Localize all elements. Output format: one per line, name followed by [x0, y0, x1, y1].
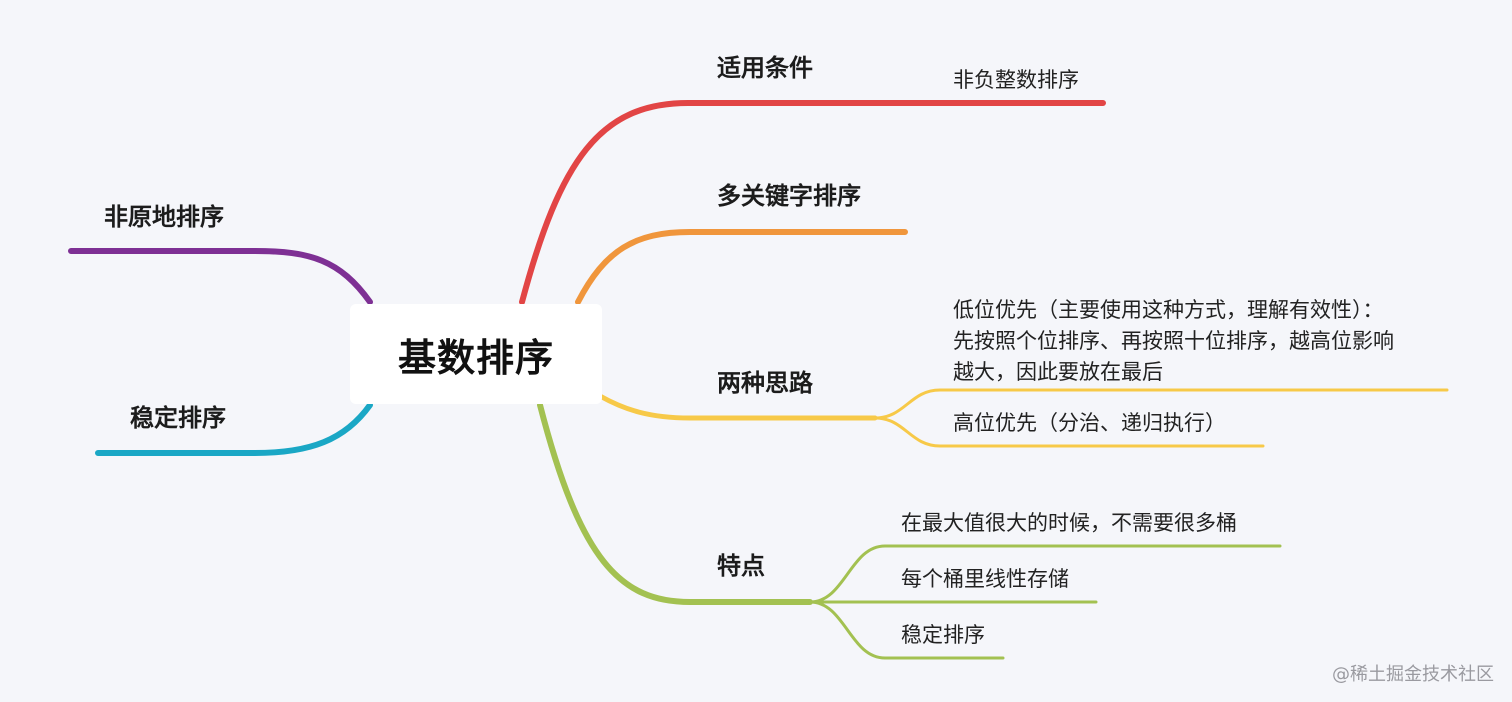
connector-to-liangzhong-silu [597, 393, 878, 421]
root-label: 基数排序 [397, 335, 554, 380]
connector-to-tedian [537, 402, 813, 605]
node-liangzhong-silu[interactable]: 两种思路 [717, 371, 813, 395]
node-line-2: 先按照个位排序、再按照十位排序，越高位影响 [953, 329, 1394, 353]
node-label: 稳定排序 [901, 623, 985, 647]
node-xianxing-cunchu[interactable]: 每个桶里线性存储 [901, 569, 1069, 590]
node-label: 两种思路 [717, 369, 813, 397]
connector-to-wending-paixu-left [95, 402, 373, 456]
node-label: 稳定排序 [130, 404, 226, 432]
node-wending-paixu-right[interactable]: 稳定排序 [901, 625, 985, 646]
node-gaowei-youxian[interactable]: 高位优先（分治、递归执行） [953, 413, 1226, 434]
node-shiyong-tiaojian[interactable]: 适用条件 [717, 56, 813, 80]
node-label: 高位优先（分治、递归执行） [953, 411, 1226, 435]
node-label: 特点 [717, 552, 765, 580]
node-label: 多关键字排序 [717, 182, 861, 210]
node-label: 非负整数排序 [953, 68, 1079, 92]
connector-to-shiyong-tiaojian [519, 100, 1106, 305]
node-tedian[interactable]: 特点 [717, 554, 765, 578]
connector-to-diwei-youxian [873, 388, 1449, 420]
node-label: 适用条件 [717, 54, 813, 82]
connector-to-wending-paixu-right [808, 600, 1005, 660]
node-duo-guanjianzi-paixu[interactable]: 多关键字排序 [717, 184, 861, 208]
node-fei-fu-zhengshu-paixu[interactable]: 非负整数排序 [953, 70, 1079, 91]
node-label: 非原地排序 [104, 203, 224, 231]
node-label: 在最大值很大的时候，不需要很多桶 [901, 511, 1237, 535]
node-label: 每个桶里线性存储 [901, 567, 1069, 591]
node-line-1: 低位优先（主要使用这种方式，理解有效性）： [953, 298, 1384, 322]
node-fei-yuandi-paixu[interactable]: 非原地排序 [104, 205, 224, 229]
node-wending-paixu-left[interactable]: 稳定排序 [130, 406, 226, 430]
node-diwei-youxian[interactable]: 低位优先（主要使用这种方式，理解有效性）： 先按照个位排序、再按照十位排序，越高… [953, 295, 1443, 388]
connector-to-zuida-zhi [808, 544, 1282, 604]
root-node[interactable]: 基数排序 [350, 304, 602, 404]
connector-to-duo-guanjianzi [575, 229, 908, 305]
node-line-3: 越大，因此要放在最后 [953, 360, 1163, 384]
watermark: @稀土掘金技术社区 [1332, 664, 1494, 685]
connector-to-gaowei-youxian [873, 416, 1265, 448]
node-zuida-zhi-henda[interactable]: 在最大值很大的时候，不需要很多桶 [901, 513, 1237, 534]
connector-to-fei-yuandi [68, 248, 373, 305]
